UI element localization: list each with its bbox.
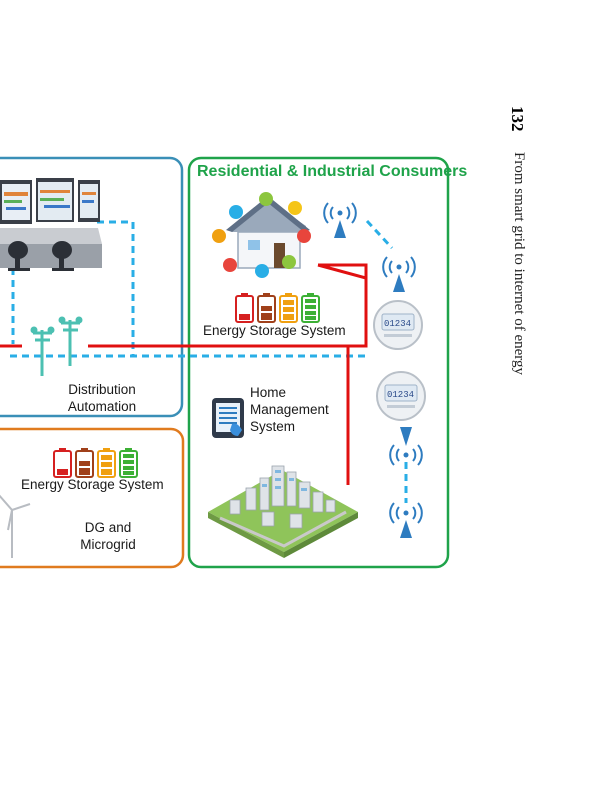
smart-meter-icon: 01234 [376, 371, 426, 421]
antenna-icon [323, 202, 357, 238]
battery-icons-residential [235, 293, 320, 323]
distribution-automation-label: Distribution Automation [67, 382, 137, 414]
distribution-panel [0, 156, 184, 418]
utility-pole-icon [30, 316, 83, 376]
antenna-icon [389, 444, 423, 466]
tablet-icon [212, 398, 244, 438]
ess-residential-label: Energy Storage System [203, 323, 346, 338]
dg-microgrid-label: DG and Microgrid [80, 520, 136, 552]
city-image [208, 465, 358, 558]
antenna-icon [389, 502, 423, 538]
control-room-image [0, 178, 102, 271]
smart-meter-icon: 01234 [373, 300, 423, 350]
comm-lines [10, 219, 408, 503]
antenna-icon [400, 427, 412, 446]
antenna-icon [382, 256, 416, 292]
running-head: From smart grid to internet of energy [511, 152, 527, 376]
ess-dg-label: Energy Storage System [21, 477, 164, 492]
page-number: 132 [508, 106, 527, 132]
wind-turbine-icon [0, 494, 31, 558]
home-management-system-label: Home Management System [250, 385, 329, 434]
battery-icons-dg [53, 448, 138, 478]
meter-reading: 01234 [387, 390, 414, 400]
residential-panel [187, 156, 450, 569]
meter-reading: 01234 [384, 319, 411, 329]
smart-home-icon [212, 192, 311, 278]
power-lines [0, 263, 368, 485]
dg-panel [0, 427, 185, 569]
residential-panel-title: Residential & Industrial Consumers [197, 163, 468, 180]
